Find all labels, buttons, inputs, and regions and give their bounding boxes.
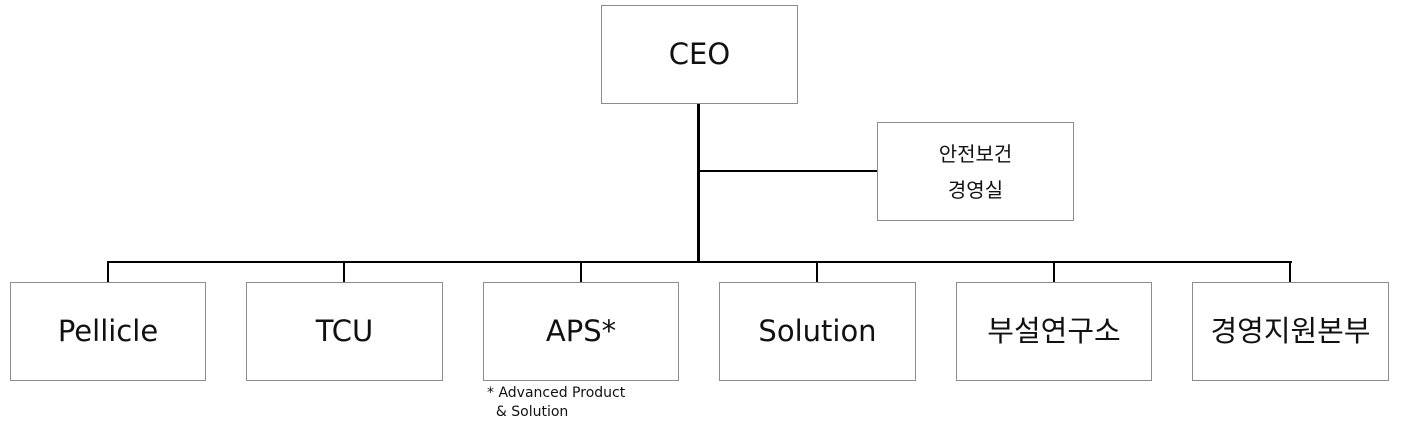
safety-health-office-label: 안전보건 경영실	[939, 136, 1013, 208]
drop-line-management	[1289, 261, 1291, 283]
drop-line-solution	[816, 261, 818, 283]
unit-label-solution: Solution	[758, 314, 877, 348]
safety-health-office-line2: 경영실	[947, 177, 1004, 202]
unit-box-pellicle: Pellicle	[10, 282, 206, 381]
aps-footnote: * Advanced Product & Solution	[487, 385, 626, 420]
unit-label-management-support: 경영지원본부	[1210, 314, 1371, 348]
ceo-box: CEO	[601, 5, 798, 104]
ceo-label: CEO	[668, 37, 731, 71]
safety-health-office-box: 안전보건 경영실	[877, 122, 1074, 221]
drop-line-aps	[580, 261, 582, 283]
unit-box-management-support: 경영지원본부	[1192, 282, 1389, 381]
units-bus-line	[107, 261, 1292, 263]
staff-branch-line	[697, 170, 878, 172]
drop-line-pellicle	[107, 261, 109, 283]
unit-box-aps: APS*	[483, 282, 679, 381]
unit-label-tcu: TCU	[315, 314, 374, 348]
unit-box-tcu: TCU	[246, 282, 443, 381]
unit-label-pellicle: Pellicle	[57, 314, 159, 348]
unit-box-research-institute: 부설연구소	[956, 282, 1152, 381]
safety-health-office-line1: 안전보건	[938, 141, 1013, 166]
drop-line-research	[1053, 261, 1055, 283]
ceo-trunk-line	[697, 103, 700, 262]
drop-line-tcu	[343, 261, 345, 283]
unit-label-aps: APS*	[545, 314, 617, 348]
unit-box-solution: Solution	[719, 282, 916, 381]
unit-label-research-institute: 부설연구소	[987, 314, 1121, 348]
